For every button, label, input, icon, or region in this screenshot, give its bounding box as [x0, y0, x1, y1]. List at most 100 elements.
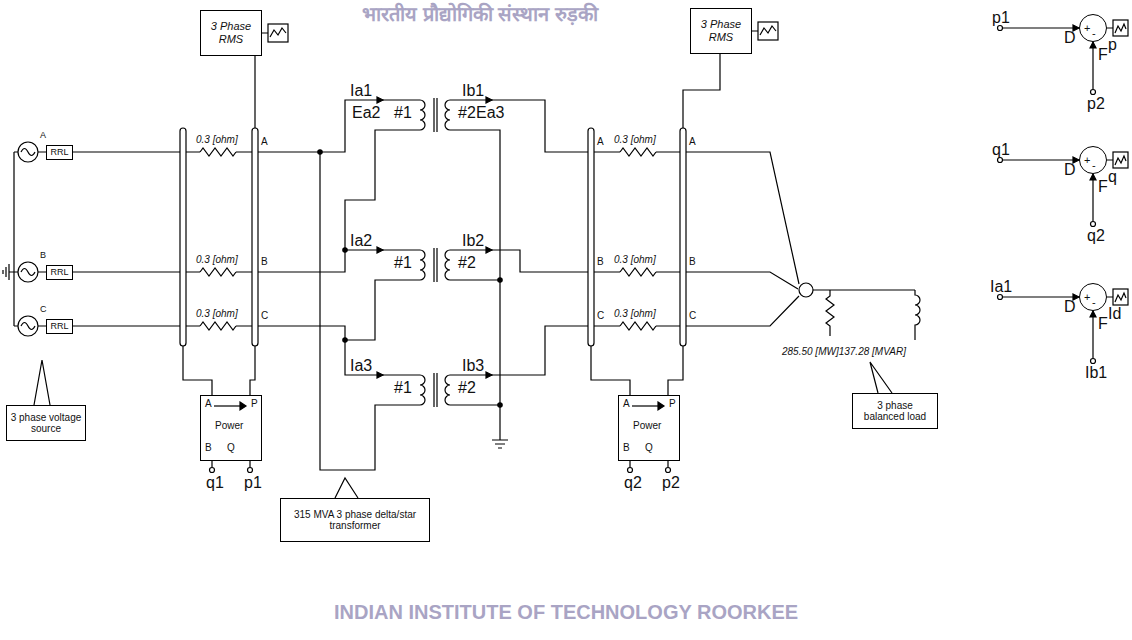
- node-text: 3 phase balanced load: [856, 400, 934, 423]
- signal-name: Id: [1108, 307, 1121, 320]
- port-label: D: [1064, 163, 1076, 176]
- sign-label: -: [1092, 296, 1096, 308]
- winding-symbol: [445, 100, 450, 405]
- watermark: भारतीय प्रौद्योगिकी संस्थान रुड़की: [362, 2, 598, 27]
- scope-icon: [268, 24, 288, 42]
- multimeter-bar: [252, 128, 258, 346]
- node-text: A: [623, 398, 630, 409]
- signal-port: [248, 468, 253, 473]
- meter-wire: [183, 346, 255, 468]
- resistance-value: 0.3 [ohm]: [196, 253, 238, 266]
- phase-label: C: [597, 309, 604, 322]
- port-label: F: [1098, 48, 1108, 61]
- sign-label: -: [1092, 27, 1096, 39]
- signal-port: [1091, 90, 1096, 95]
- signal-name: q2: [624, 476, 642, 489]
- callout-pointer: [34, 360, 50, 405]
- summing-junction: +-: [1079, 14, 1107, 42]
- source-impedance-box: RRL: [46, 319, 73, 334]
- signal-name: p1: [244, 476, 262, 489]
- signal-name: p: [1108, 38, 1117, 51]
- junction-dot: [318, 150, 322, 154]
- node-text: A: [205, 398, 212, 409]
- scope-icon: [758, 22, 778, 40]
- resistance-value: 0.3 [ohm]: [196, 133, 238, 146]
- node-text: 315 MVA 3 phase delta/star transformer: [284, 509, 426, 532]
- signal-name: q1: [992, 143, 1010, 156]
- multimeter-bar: [180, 128, 186, 346]
- current-name: Ib1: [462, 84, 484, 97]
- phase-label: B: [40, 250, 46, 261]
- voltage-name: Ea3: [476, 106, 504, 119]
- port-label: F: [1098, 317, 1108, 330]
- node-text: B: [623, 442, 630, 453]
- summing-junction: +-: [1079, 146, 1107, 174]
- junction-dots: [318, 150, 502, 407]
- node-text: B: [205, 442, 212, 453]
- current-name: Ib3: [462, 359, 484, 372]
- delta-wire: [258, 100, 420, 470]
- resistance-value: 0.3 [ohm]: [614, 307, 656, 320]
- signal-port: [1091, 222, 1096, 227]
- sign-label: +: [1084, 291, 1090, 303]
- node-text: 3 Phase RMS: [204, 20, 258, 45]
- current-name: Ia1: [350, 84, 372, 97]
- summing-junction: +-: [1079, 283, 1107, 311]
- source-wire: [9, 152, 180, 326]
- power-arrow: [632, 405, 658, 406]
- signal-name: p1: [992, 11, 1010, 24]
- rms-meter-box: 3 Phase RMS: [690, 8, 752, 54]
- rms-meter-box: 3 Phase RMS: [200, 10, 262, 56]
- current-name: Ia2: [350, 234, 372, 247]
- load-rating: 285.50 [MW]137.28 [MVAR]: [782, 345, 906, 358]
- power-meter-box: APower P B Q: [618, 395, 680, 461]
- phase-label: B: [689, 255, 696, 268]
- signal-wire: [1003, 28, 1114, 359]
- sine-symbol: [21, 149, 35, 330]
- line-wire: [594, 152, 680, 326]
- phase-label: A: [689, 135, 696, 148]
- junction-dot: [498, 403, 502, 407]
- signal-name: q: [1108, 170, 1117, 183]
- current-name: Ia3: [350, 359, 372, 372]
- node-text: RRL: [50, 147, 68, 157]
- phase-label: C: [261, 309, 268, 322]
- sign-label: +: [1084, 154, 1090, 166]
- watermark: INDIAN INSTITUTE OF TECHNOLOGY ROORKEE: [334, 600, 798, 625]
- callout-pointer: [335, 478, 358, 498]
- scope-trace: [270, 28, 286, 37]
- node-text: Q: [645, 442, 653, 453]
- node-text: P: [669, 398, 676, 409]
- phase-label: A: [597, 135, 604, 148]
- signal-name: Ib1: [1085, 366, 1107, 379]
- junction-dot: [343, 338, 347, 342]
- power-arrow: [214, 405, 240, 406]
- load-node-symbol: [799, 283, 813, 297]
- node-text: Power: [633, 420, 661, 431]
- signal-name: p2: [662, 476, 680, 489]
- callout-box: 3 phase balanced load: [852, 393, 938, 429]
- sign-label: -: [1092, 159, 1096, 171]
- resistor-symbol: [200, 148, 236, 330]
- winding-label: #2: [458, 106, 476, 119]
- winding-label: #2: [458, 256, 476, 269]
- voltage-name: Ea2: [352, 106, 380, 119]
- current-arrow: [377, 97, 492, 378]
- phase-label: B: [597, 255, 604, 268]
- node-text: RRL: [50, 267, 68, 277]
- port-label: F: [1098, 180, 1108, 193]
- current-name: Ib2: [462, 234, 484, 247]
- phase-label: C: [40, 304, 47, 315]
- signal-name: Ia1: [990, 280, 1012, 293]
- phase-label: A: [261, 135, 268, 148]
- resistor-symbol: [826, 290, 834, 336]
- load-wire: [686, 152, 915, 326]
- callout-pointer: [870, 362, 892, 393]
- port-label: D: [1064, 300, 1076, 313]
- star-wire: [450, 100, 588, 440]
- winding-label: #1: [394, 106, 412, 119]
- junction-dot: [343, 248, 347, 252]
- signal-port: [628, 468, 633, 473]
